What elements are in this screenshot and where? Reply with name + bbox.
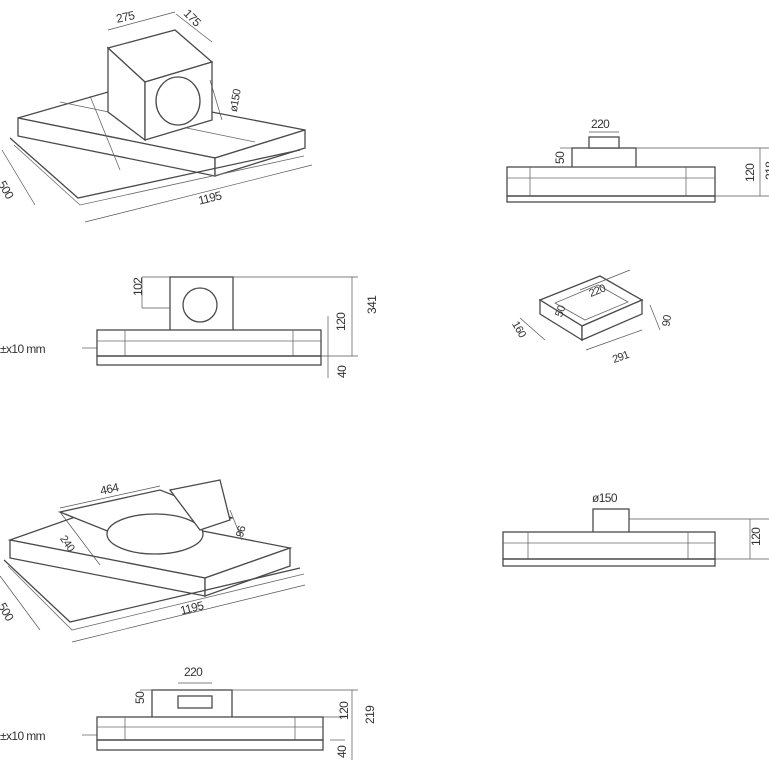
- label-1195-iso2: 1195: [179, 598, 206, 617]
- label-464: 464: [99, 480, 121, 498]
- label-40-front1: 40: [335, 365, 349, 378]
- label-220-box: 220: [587, 282, 607, 300]
- front-view-1: [82, 276, 358, 378]
- label-120-side2: 120: [749, 527, 763, 546]
- box-view: [519, 269, 661, 351]
- label-120-side1: 120: [743, 163, 757, 182]
- label-220-front2: 220: [184, 665, 203, 679]
- label-120-front1: 120: [334, 312, 348, 331]
- label-dia-150-side2: ø150: [592, 491, 618, 505]
- label-adjust-1: ±x10 mm: [0, 342, 46, 356]
- label-102: 102: [131, 277, 145, 296]
- label-175: 175: [181, 6, 204, 29]
- label-50-front2: 50: [133, 691, 147, 704]
- label-96: 96: [234, 524, 249, 538]
- side-view-2: [502, 508, 769, 567]
- label-218: 218: [763, 161, 769, 180]
- label-adjust-2: ±x10 mm: [0, 729, 46, 743]
- label-291: 291: [611, 349, 631, 366]
- label-50-side1: 50: [553, 151, 567, 164]
- side-view-1: [506, 131, 769, 203]
- label-220-side1: 220: [591, 117, 610, 131]
- label-90: 90: [660, 314, 674, 327]
- iso-view-1: [1, 11, 313, 223]
- label-500-iso2: 500: [0, 600, 17, 624]
- label-40-front2: 40: [335, 745, 349, 758]
- label-341: 341: [365, 295, 379, 314]
- label-275: 275: [115, 8, 137, 26]
- label-219: 219: [363, 705, 377, 724]
- label-dia-150: ø150: [228, 88, 244, 113]
- label-50-box: 50: [553, 304, 568, 319]
- label-120-front2: 120: [337, 701, 351, 720]
- label-1195: 1195: [197, 188, 224, 207]
- front-view-2: [82, 682, 358, 760]
- label-500: 500: [0, 178, 17, 202]
- iso-view-2: [0, 479, 306, 643]
